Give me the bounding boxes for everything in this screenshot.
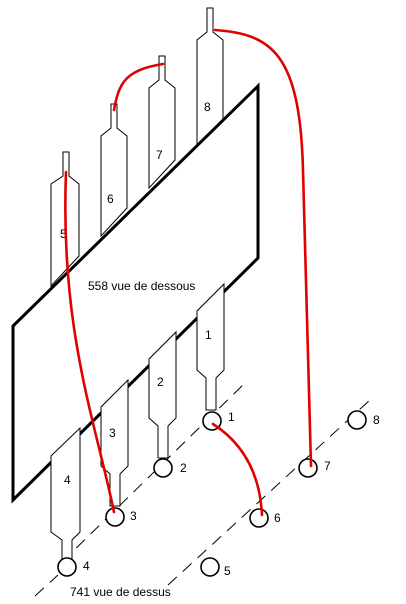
wire-7-to-6 xyxy=(112,62,165,112)
pad-5-label: 5 xyxy=(224,564,231,578)
pin-7-label: 7 xyxy=(156,148,163,162)
pin-2-label: 2 xyxy=(157,375,164,389)
pin-2: 2 xyxy=(148,330,177,459)
ic-741-title: 741 vue de dessus xyxy=(70,585,171,599)
pad-2: 2 xyxy=(153,458,187,478)
pad-1-label: 1 xyxy=(228,410,235,424)
pad-row-line-top xyxy=(167,399,371,586)
wire-5-to-3 xyxy=(64,170,116,514)
pin-1: 1 xyxy=(196,282,225,411)
pin-3-label: 3 xyxy=(109,426,116,440)
pad-2-label: 2 xyxy=(180,461,187,475)
pad-4-label: 4 xyxy=(83,559,90,573)
pad-8: 8 xyxy=(347,410,380,430)
pin-1-label: 1 xyxy=(205,328,212,342)
wire-1-to-6 xyxy=(211,422,264,517)
pin-3: 3 xyxy=(100,378,129,507)
ic-558-body xyxy=(11,82,260,504)
pad-row-line-bottom-tail xyxy=(34,574,59,597)
pin-4-label: 4 xyxy=(64,473,71,487)
pad-7-label: 7 xyxy=(324,459,331,473)
pad-6: 6 xyxy=(249,508,281,528)
pad-row-line-bottom xyxy=(61,381,247,563)
pad-3-label: 3 xyxy=(130,509,137,523)
pad-3: 3 xyxy=(105,507,137,527)
pin-7: 7 xyxy=(148,55,176,190)
pin-6: 6 xyxy=(100,103,128,238)
pin-8-label: 8 xyxy=(204,100,211,114)
pad-8-label: 8 xyxy=(373,413,380,427)
pad-4: 4 xyxy=(57,557,90,577)
wire-8-to-7 xyxy=(213,28,313,468)
pad-5: 5 xyxy=(200,557,231,578)
ic-558-title: 558 vue de dessous xyxy=(88,279,195,293)
pin-6-label: 6 xyxy=(107,192,114,206)
pin-5-label: 5 xyxy=(60,227,67,241)
pad-7: 7 xyxy=(298,458,331,478)
pad-6-label: 6 xyxy=(274,511,281,525)
